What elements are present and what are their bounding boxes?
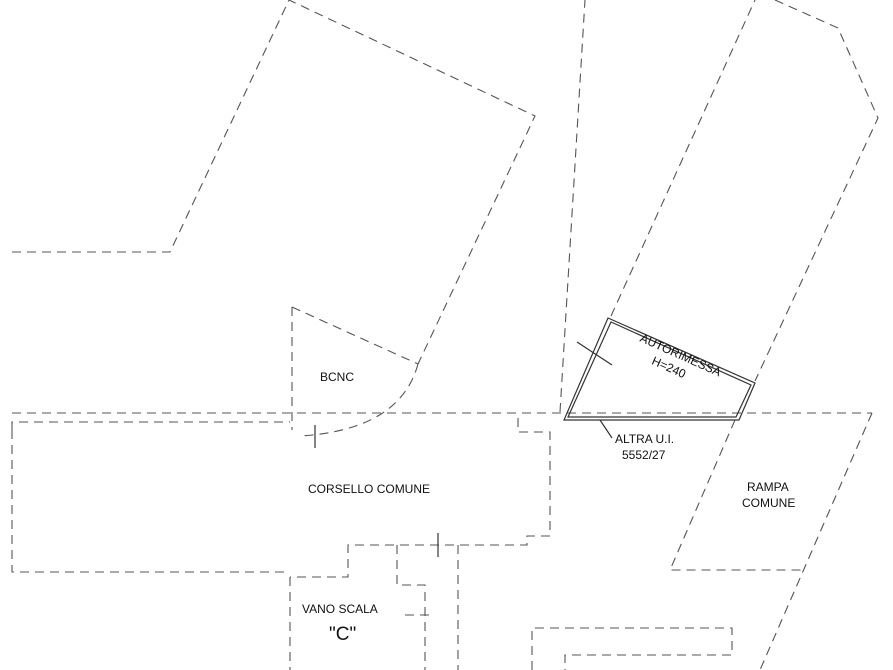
upper-right-band-outline-2: [559, 0, 586, 413]
bottom-room-outline: [531, 627, 733, 670]
far-right-outline: [754, 0, 879, 382]
bcnc-arc: [299, 363, 419, 437]
altra-ui-leader: [599, 419, 613, 439]
corridor-left-edge: [11, 430, 285, 573]
rampa-label: RAMPA: [747, 480, 789, 494]
rampa-right-edge: [759, 412, 873, 670]
autorimessa-outline: [563, 317, 756, 421]
vano-scala-inner-1: [396, 545, 426, 670]
autorimessa-door-mark: [576, 341, 613, 366]
vano-scala-label: VANO SCALA: [302, 602, 378, 616]
upper-right-band-outline: [610, 0, 756, 317]
vano-scala-id-label: "C": [329, 624, 356, 645]
autorimessa-inner-outline: [567, 321, 752, 418]
corridor-top-line-2: [11, 421, 290, 430]
corridor-right-boundary: [290, 418, 551, 578]
altra-ui-label: ALTRA U.I.: [615, 432, 674, 446]
rampa-comune-label: COMUNE: [742, 496, 795, 510]
bcnc-diagonal: [291, 306, 419, 365]
altra-ui-ref-label: 5552/27: [622, 448, 666, 462]
corsello-label: CORSELLO COMUNE: [308, 482, 430, 496]
rampa-outline: [669, 419, 805, 571]
upper-left-building-outline: [12, 0, 536, 365]
bcnc-label: BCNC: [320, 370, 354, 384]
